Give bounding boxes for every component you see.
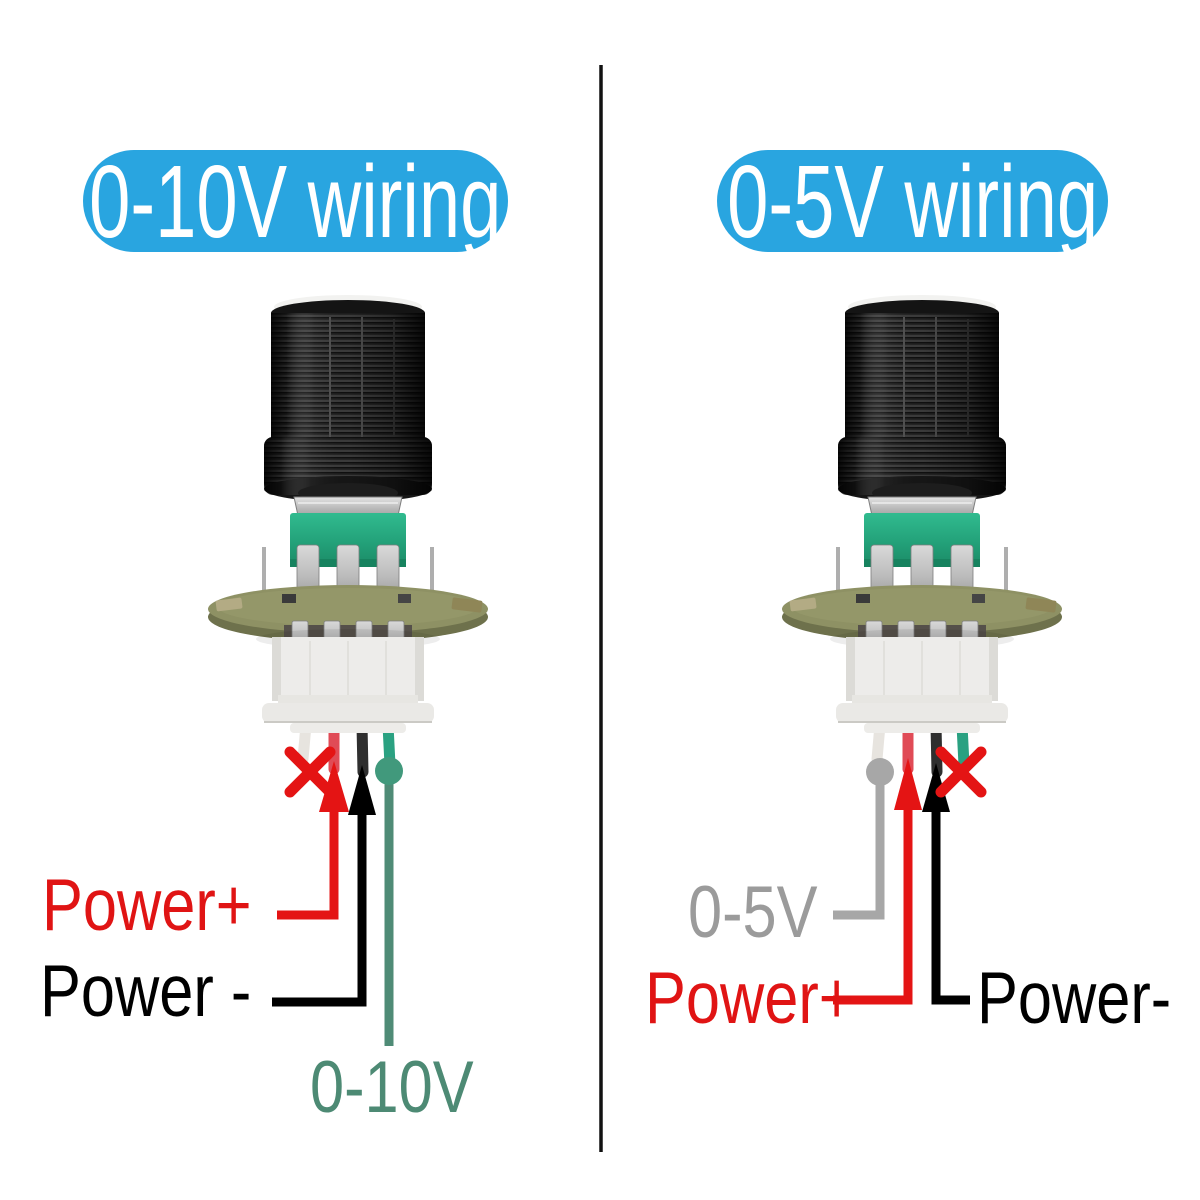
right-annotations	[833, 746, 987, 1005]
left-power-minus-arrow-icon	[348, 765, 376, 815]
left-power-minus-label: Power -	[40, 951, 252, 1032]
right-not-used-x-icon	[935, 746, 987, 798]
right-power-minus-label: Power-	[977, 958, 1172, 1039]
left-annotations	[272, 746, 403, 1046]
left-signal-label: 0-10V	[310, 1047, 474, 1128]
right-power-plus-connector-line	[833, 805, 913, 1005]
left-not-used-x-icon	[284, 746, 336, 798]
right-power-minus-connector-line	[931, 808, 970, 1005]
right-title: 0-5V wiring	[727, 143, 1098, 259]
left-potentiometer-photo	[208, 295, 488, 772]
right-power-minus-arrow-icon	[922, 763, 950, 812]
left-power-plus-label: Power+	[42, 865, 252, 946]
left-power-plus-arrow-icon	[319, 761, 349, 812]
left-power-minus-connector-line	[272, 810, 367, 1007]
left-title: 0-10V wiring	[89, 143, 502, 259]
right-power-plus-arrow-icon	[894, 758, 922, 810]
left-signal-dot-icon	[375, 757, 403, 785]
left-power-plus-connector-line	[277, 806, 339, 920]
right-potentiometer-photo	[782, 295, 1062, 772]
right-title-badge: 0-5V wiring	[717, 143, 1108, 259]
right-signal-dot-icon	[866, 758, 894, 786]
left-title-badge: 0-10V wiring	[83, 143, 508, 259]
right-signal-connector-line	[833, 784, 885, 920]
right-signal-label: 0-5V	[688, 872, 818, 953]
right-power-plus-label: Power+	[645, 958, 855, 1039]
